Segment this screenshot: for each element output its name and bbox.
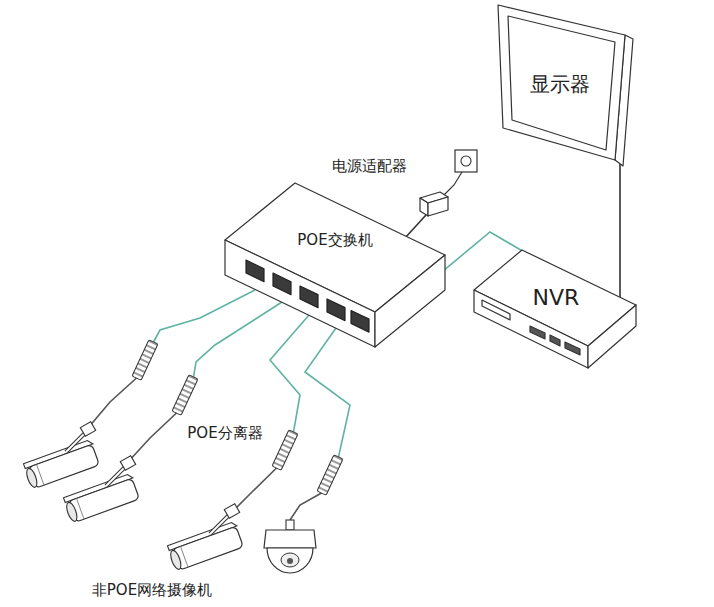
- power-outlet: [443, 150, 477, 196]
- outline-face: [327, 299, 345, 321]
- outline-face: [420, 198, 428, 216]
- outline-face: [375, 255, 445, 347]
- monitor: 显示器: [494, 2, 638, 172]
- outline-face: [530, 326, 545, 339]
- outline-face: [550, 335, 560, 346]
- poe-switch: POE交换机: [222, 180, 448, 352]
- outline-face: [482, 300, 510, 320]
- outline-face: [273, 273, 291, 295]
- bullet-camera: [23, 422, 245, 572]
- cable-connector: [620, 160, 622, 318]
- outline-face: [498, 5, 625, 160]
- outline-face: [508, 16, 615, 150]
- node-label: NVR: [533, 285, 580, 311]
- node-label: 电源适配器: [332, 157, 407, 175]
- outline-face: [300, 286, 318, 308]
- part-label: POE分离器: [185, 424, 264, 442]
- poe-splitter: [132, 340, 343, 495]
- outline-face: [565, 342, 580, 355]
- dome-camera: [264, 520, 316, 573]
- node-outline: [222, 180, 448, 352]
- outline-face: [588, 305, 636, 368]
- part-label: 非POE网络摄像机: [90, 581, 214, 599]
- node-label: 显示器: [530, 72, 590, 96]
- nvr-recorder: NVR: [468, 244, 640, 372]
- outline-face: [428, 197, 448, 216]
- outline-face: [246, 260, 264, 282]
- cable-connector: [405, 215, 426, 238]
- node-label: POE交换机: [297, 231, 372, 249]
- outline-face: [225, 240, 375, 347]
- outline-face: [351, 310, 369, 332]
